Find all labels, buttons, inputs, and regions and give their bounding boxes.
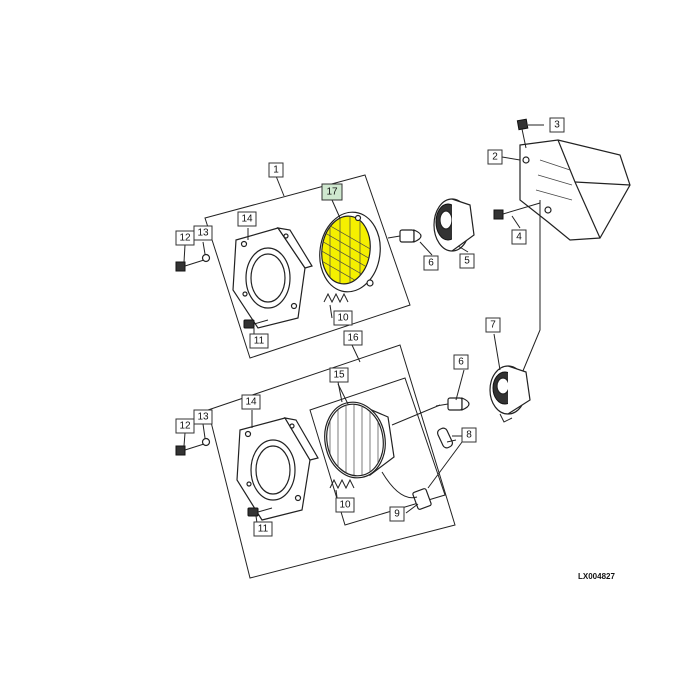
callout-14-upper: 14 bbox=[237, 211, 257, 227]
callout-7: 7 bbox=[485, 317, 501, 333]
callout-16: 16 bbox=[343, 330, 363, 346]
callout-15: 15 bbox=[329, 367, 349, 383]
lower-lamp-unit bbox=[324, 401, 441, 479]
callout-10-lower: 10 bbox=[335, 497, 355, 513]
svg-text:15: 15 bbox=[333, 370, 345, 381]
highlighted-lamp-insert bbox=[319, 211, 381, 293]
svg-text:6: 6 bbox=[428, 258, 434, 269]
callout-6-lower: 6 bbox=[453, 354, 469, 370]
svg-text:9: 9 bbox=[394, 509, 400, 520]
lower-bulb bbox=[435, 397, 470, 411]
callout-10-upper: 10 bbox=[333, 310, 353, 326]
svg-text:3: 3 bbox=[554, 120, 560, 131]
leader-lines bbox=[183, 124, 544, 531]
callout-11-lower: 11 bbox=[253, 521, 273, 537]
lower-screw bbox=[247, 507, 273, 517]
upper-bolt bbox=[175, 253, 211, 272]
side-bolt bbox=[493, 202, 541, 220]
svg-text:17: 17 bbox=[326, 187, 338, 198]
callout-12-upper: 12 bbox=[175, 230, 195, 246]
svg-text:14: 14 bbox=[241, 214, 253, 225]
svg-text:4: 4 bbox=[516, 232, 522, 243]
upper-bulb bbox=[387, 229, 422, 243]
callout-5: 5 bbox=[459, 253, 475, 269]
svg-text:5: 5 bbox=[464, 256, 470, 267]
callout-1: 1 bbox=[268, 162, 284, 178]
upper-bulb-socket bbox=[433, 198, 475, 252]
svg-text:10: 10 bbox=[339, 500, 351, 511]
lower-mounting-plate bbox=[236, 417, 319, 521]
svg-text:11: 11 bbox=[258, 524, 269, 535]
callout-12-lower: 12 bbox=[175, 418, 195, 434]
svg-text:2: 2 bbox=[492, 152, 498, 163]
figure-reference-code: LX004827 bbox=[578, 572, 615, 581]
upper-screw bbox=[243, 319, 269, 329]
callout-11-upper: 11 bbox=[249, 333, 269, 349]
callout-4: 4 bbox=[511, 229, 527, 245]
upper-mounting-plate bbox=[232, 227, 313, 329]
svg-text:12: 12 bbox=[179, 421, 191, 432]
lower-spring bbox=[329, 478, 355, 490]
callout-14-lower: 14 bbox=[241, 394, 261, 410]
svg-text:12: 12 bbox=[179, 233, 191, 244]
svg-text:14: 14 bbox=[245, 397, 257, 408]
svg-text:13: 13 bbox=[197, 412, 209, 423]
spare-bulb bbox=[436, 427, 457, 449]
svg-text:11: 11 bbox=[254, 336, 265, 347]
lower-bolt bbox=[175, 437, 211, 456]
callout-2: 2 bbox=[487, 149, 503, 165]
top-bolt bbox=[516, 118, 529, 149]
callout-3: 3 bbox=[549, 117, 565, 133]
callout-8: 8 bbox=[461, 427, 477, 443]
upper-spring bbox=[323, 292, 349, 304]
lower-bulb-socket bbox=[489, 365, 531, 423]
lamp-lens-highlight bbox=[321, 215, 371, 285]
routing-wire bbox=[519, 200, 541, 379]
callout-17: 17 bbox=[321, 183, 343, 201]
svg-text:1: 1 bbox=[273, 165, 279, 176]
svg-text:10: 10 bbox=[337, 313, 349, 324]
callout-6-upper: 6 bbox=[423, 255, 439, 271]
upper-assembly-frame bbox=[204, 174, 411, 359]
callout-13-lower: 13 bbox=[193, 409, 213, 425]
callout-13-upper: 13 bbox=[193, 225, 213, 241]
wire-connector bbox=[381, 437, 466, 510]
svg-text:13: 13 bbox=[197, 228, 209, 239]
svg-text:8: 8 bbox=[466, 430, 472, 441]
housing-bracket bbox=[519, 139, 631, 241]
svg-text:6: 6 bbox=[458, 357, 464, 368]
callout-9: 9 bbox=[389, 506, 405, 522]
svg-text:16: 16 bbox=[347, 333, 359, 344]
svg-text:7: 7 bbox=[490, 320, 496, 331]
